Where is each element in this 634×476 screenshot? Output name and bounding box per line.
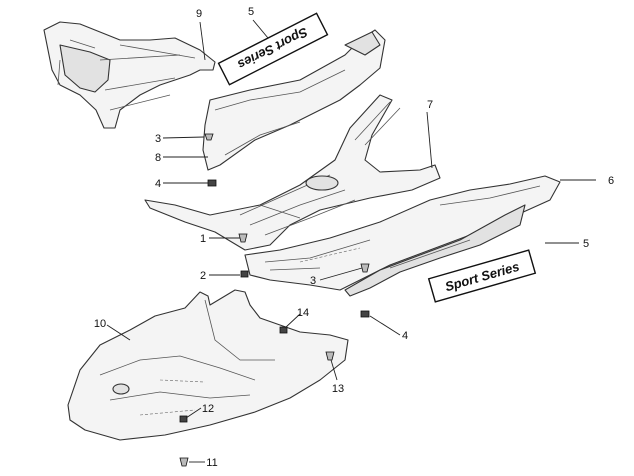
callout-3-right: 3 <box>310 275 316 287</box>
leader-lines <box>106 19 596 463</box>
callout-9: 9 <box>196 8 202 20</box>
callout-2: 2 <box>200 270 206 282</box>
clip-4-right <box>360 310 370 318</box>
screw-3-left <box>204 133 214 141</box>
callout-5-top: 5 <box>248 6 254 18</box>
part-8-left-side-panel <box>202 29 386 171</box>
part-9-rear-inner-panel <box>43 21 216 129</box>
callout-13: 13 <box>332 383 344 395</box>
callout-10: 10 <box>94 318 106 330</box>
callout-4-right: 4 <box>402 330 408 342</box>
callout-11: 11 <box>206 457 217 469</box>
callout-8: 8 <box>155 152 161 164</box>
screw-11 <box>179 457 189 467</box>
callout-6: 6 <box>608 175 614 187</box>
callout-7: 7 <box>427 99 433 111</box>
screw-13 <box>325 351 335 361</box>
screw-1 <box>238 233 248 243</box>
part-5-side-strip <box>344 204 526 297</box>
clip-14 <box>279 326 288 334</box>
clip-12 <box>179 415 188 423</box>
part-7-floorboard <box>144 94 441 251</box>
clip-4-left <box>207 179 217 187</box>
part-10-under-tray <box>67 289 349 441</box>
callout-1: 1 <box>200 233 206 245</box>
screw-3-right <box>360 263 370 273</box>
callout-4-left: 4 <box>155 178 161 190</box>
clip-2 <box>240 270 249 278</box>
callout-3-left: 3 <box>155 133 161 145</box>
part-6-right-side-panel <box>244 175 561 291</box>
sport-series-decal-right: Sport Series <box>427 249 537 303</box>
callout-14: 14 <box>297 307 309 319</box>
callout-12: 12 <box>202 403 214 415</box>
callout-labels: 9 5 3 8 4 7 6 1 5 2 3 10 14 4 13 12 11 <box>94 6 614 469</box>
callout-5-right: 5 <box>583 238 589 250</box>
